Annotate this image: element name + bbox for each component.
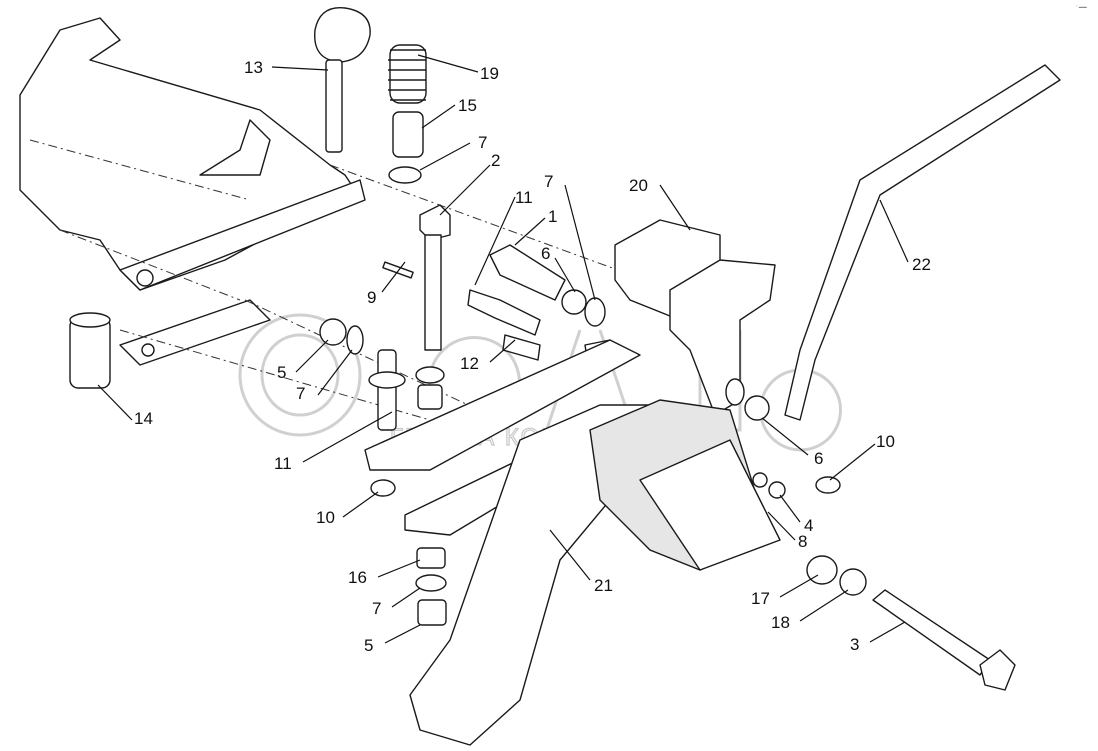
label-1: 1	[548, 207, 557, 226]
part-17-bushing	[806, 555, 838, 585]
part-labels: 13 19 15 7 2 11 1 7 6 20 22 9 5 7 12 14 …	[134, 58, 931, 655]
label-20: 20	[629, 176, 648, 195]
label-5: 5	[277, 363, 286, 382]
label-6b: 6	[814, 449, 823, 468]
part-7-washer	[725, 378, 745, 406]
label-12: 12	[460, 354, 479, 373]
part-6-nut	[561, 289, 587, 315]
label-10b: 10	[316, 508, 335, 527]
part-10-clip	[815, 476, 841, 494]
part-11-bolt-upper	[467, 289, 541, 336]
part-4-nut	[768, 481, 786, 499]
part-10-clip	[370, 479, 396, 497]
label-21: 21	[594, 576, 613, 595]
part-16-spacer	[416, 547, 446, 569]
label-5b: 5	[364, 636, 373, 655]
part-20-plates	[614, 219, 776, 416]
label-4: 4	[804, 516, 813, 535]
part-7-washer	[415, 574, 447, 592]
label-19: 19	[480, 64, 499, 83]
label-22: 22	[912, 255, 931, 274]
part-6-nut	[744, 395, 770, 421]
part-7-washer	[388, 166, 422, 184]
label-17: 17	[751, 589, 770, 608]
part-4-washer	[752, 472, 768, 488]
label-7d: 7	[372, 599, 381, 618]
frame-part	[19, 17, 701, 421]
label-7b: 7	[544, 172, 553, 191]
part-5-nut	[417, 599, 447, 626]
part-3-bolt	[872, 589, 1016, 691]
label-2: 2	[491, 151, 500, 170]
label-7: 7	[478, 133, 487, 152]
damper-block	[589, 399, 781, 571]
label-11b: 11	[274, 454, 292, 473]
leader-lines	[97, 54, 909, 644]
part-9-pin	[382, 261, 414, 279]
corner-mark: ° ▬▬	[1076, 4, 1087, 9]
spacer-part	[417, 384, 443, 410]
part-7-washer	[584, 297, 606, 327]
part-5-nut	[319, 318, 347, 346]
label-11: 11	[515, 188, 533, 207]
label-8: 8	[798, 532, 807, 551]
washer-part	[415, 366, 445, 384]
part-14-bushing	[69, 312, 111, 389]
part-12-pin	[502, 334, 541, 361]
label-9: 9	[367, 288, 376, 307]
label-13: 13	[244, 58, 263, 77]
label-18: 18	[771, 613, 790, 632]
part-11-bolt	[368, 349, 406, 431]
part-1-bolt	[489, 244, 566, 301]
label-14: 14	[134, 409, 153, 428]
part-18-bushing	[839, 568, 867, 596]
label-10: 10	[876, 432, 895, 451]
label-15: 15	[458, 96, 477, 115]
label-16: 16	[348, 568, 367, 587]
label-3: 3	[850, 635, 859, 654]
label-6: 6	[541, 244, 550, 263]
upper-arm-part	[364, 339, 641, 471]
part-22-lever	[784, 64, 1061, 421]
part-19-spring	[388, 44, 427, 104]
part-15-sleeve	[392, 111, 424, 158]
part-2-bolt	[419, 204, 451, 351]
part-13-pin	[314, 6, 371, 153]
part-7-washer	[346, 325, 364, 355]
label-7c: 7	[296, 384, 305, 403]
